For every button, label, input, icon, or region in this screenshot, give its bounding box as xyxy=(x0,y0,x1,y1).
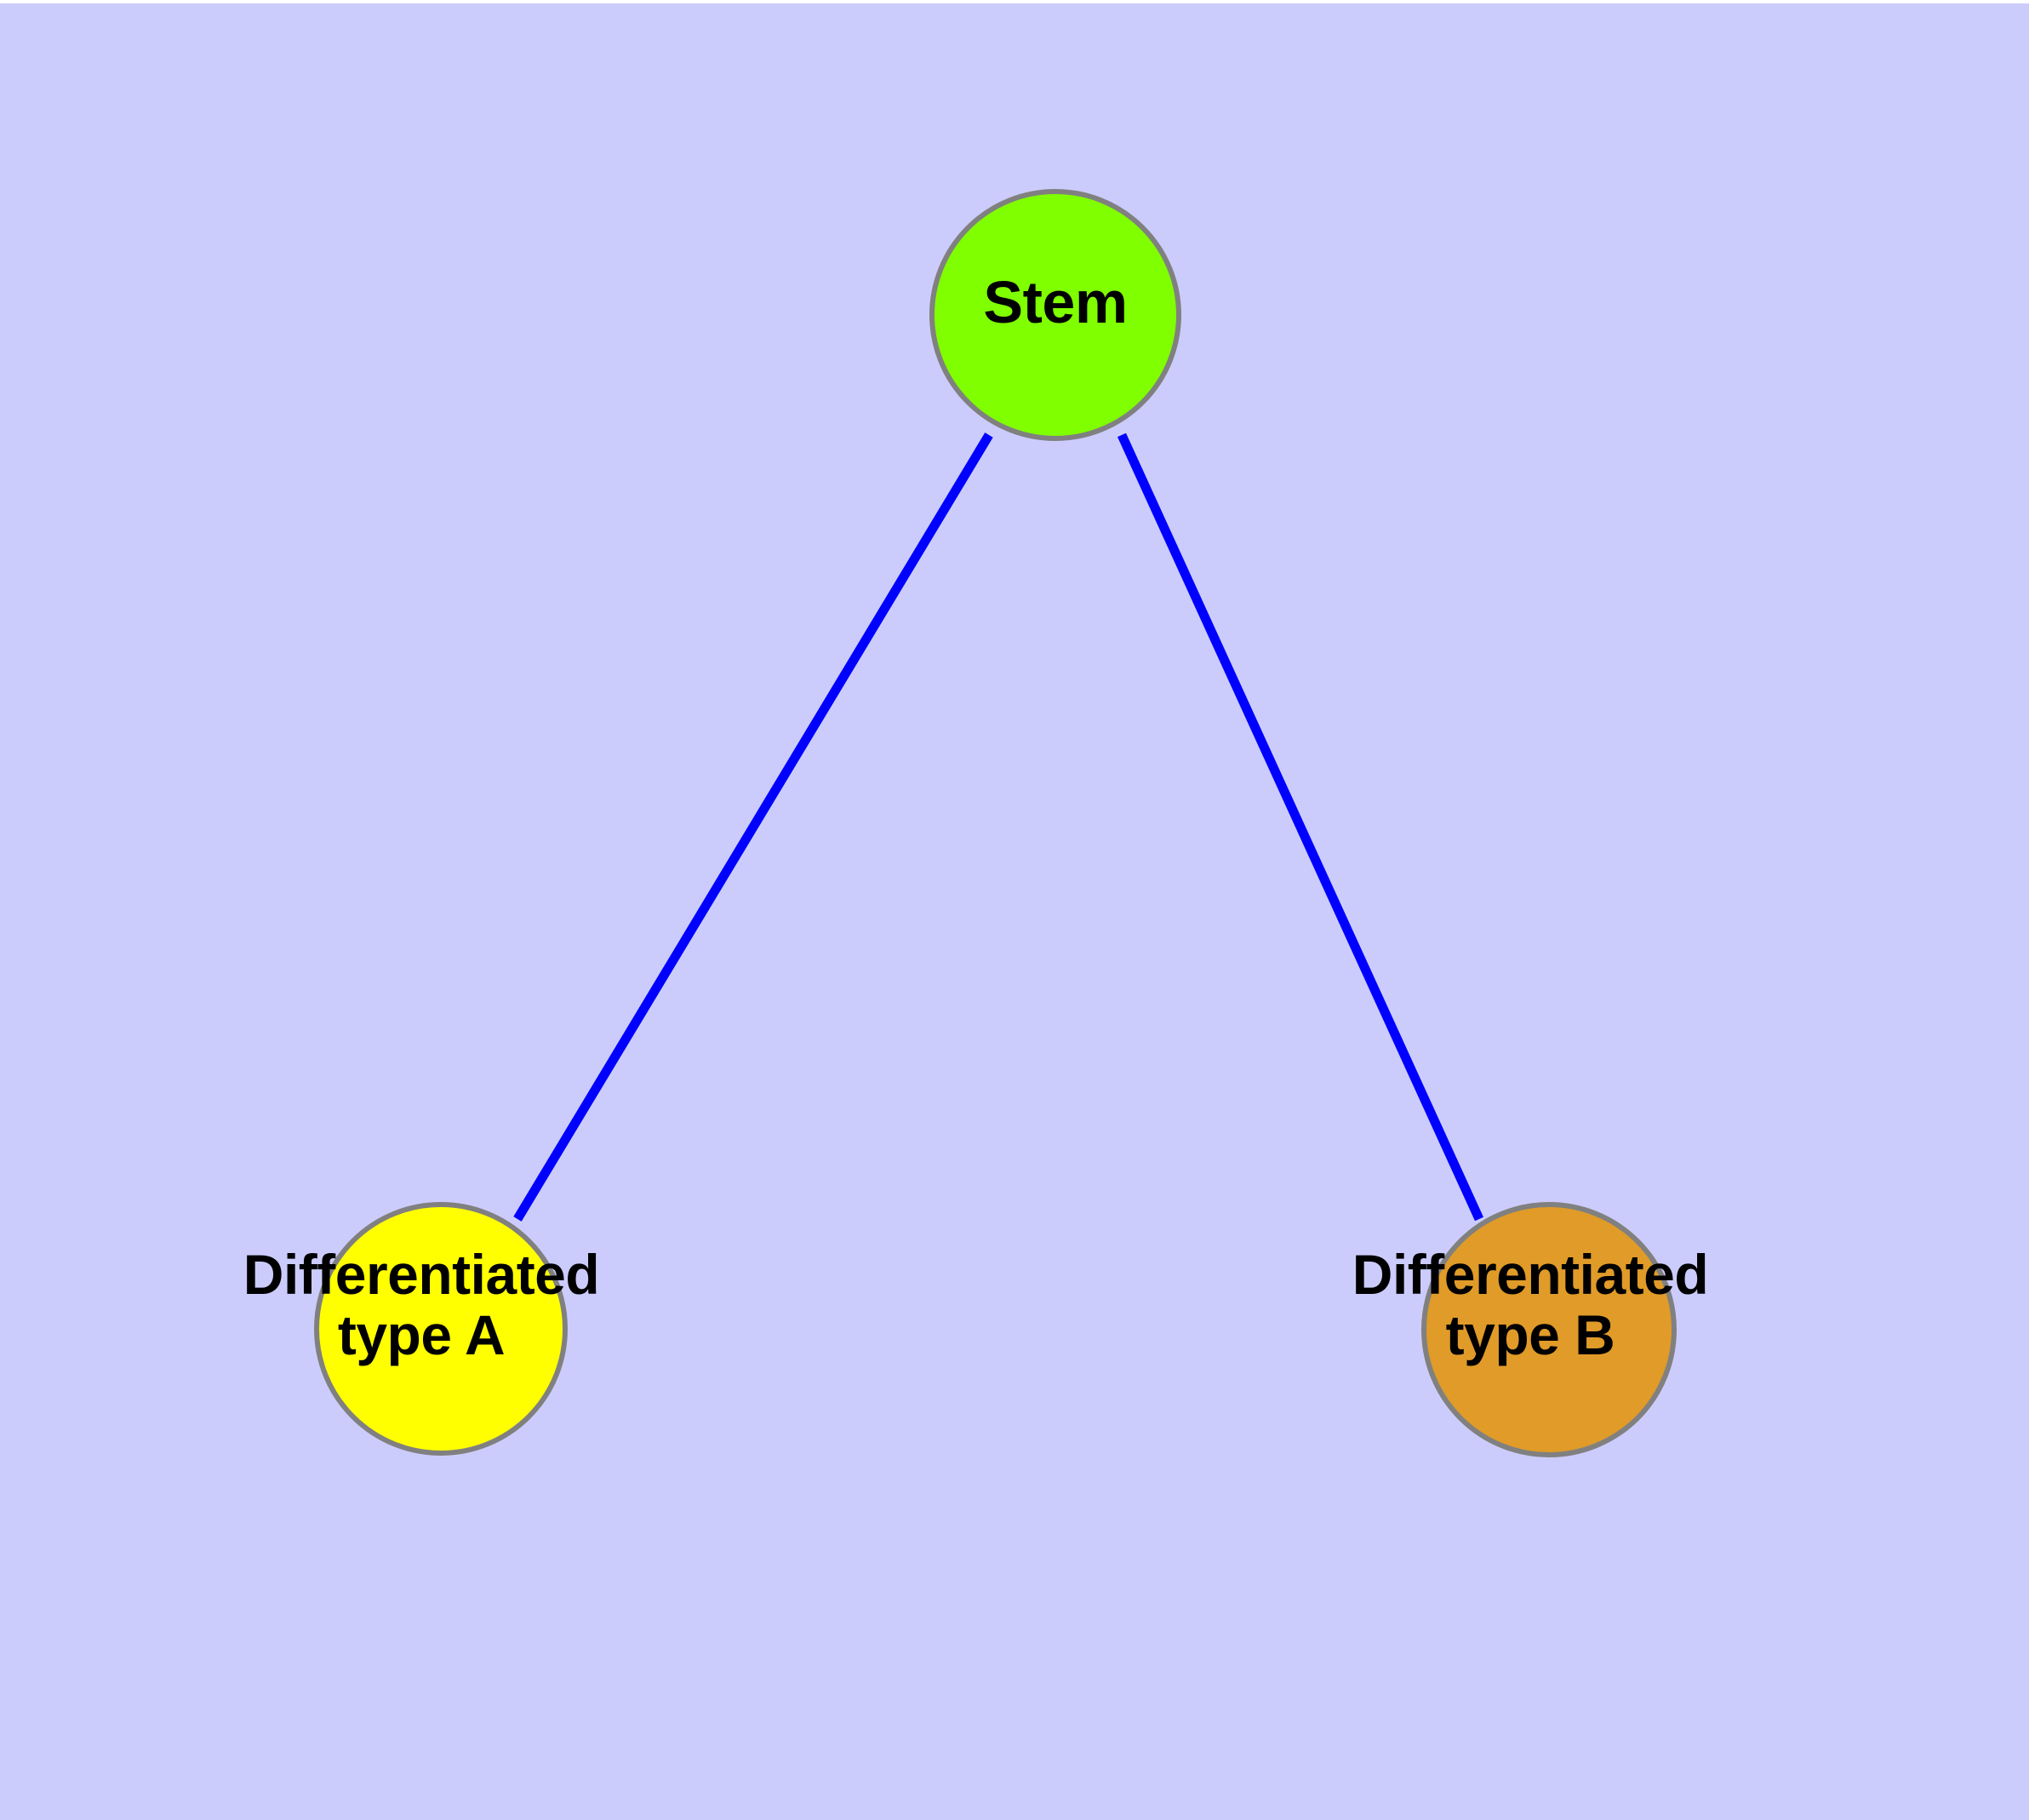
node-label-differentiated-type-b: Differentiated type B xyxy=(1352,1243,1709,1367)
edge-stem-to-type-a xyxy=(513,432,993,1222)
node-label-differentiated-type-a: Differentiated type A xyxy=(243,1243,600,1367)
node-stem[interactable] xyxy=(929,189,1181,441)
node-differentiated-type-a[interactable] xyxy=(314,1202,568,1456)
node-label-stem: Stem xyxy=(983,269,1128,335)
node-differentiated-type-b[interactable] xyxy=(1421,1202,1677,1457)
edge-stem-to-type-b xyxy=(1117,432,1484,1222)
